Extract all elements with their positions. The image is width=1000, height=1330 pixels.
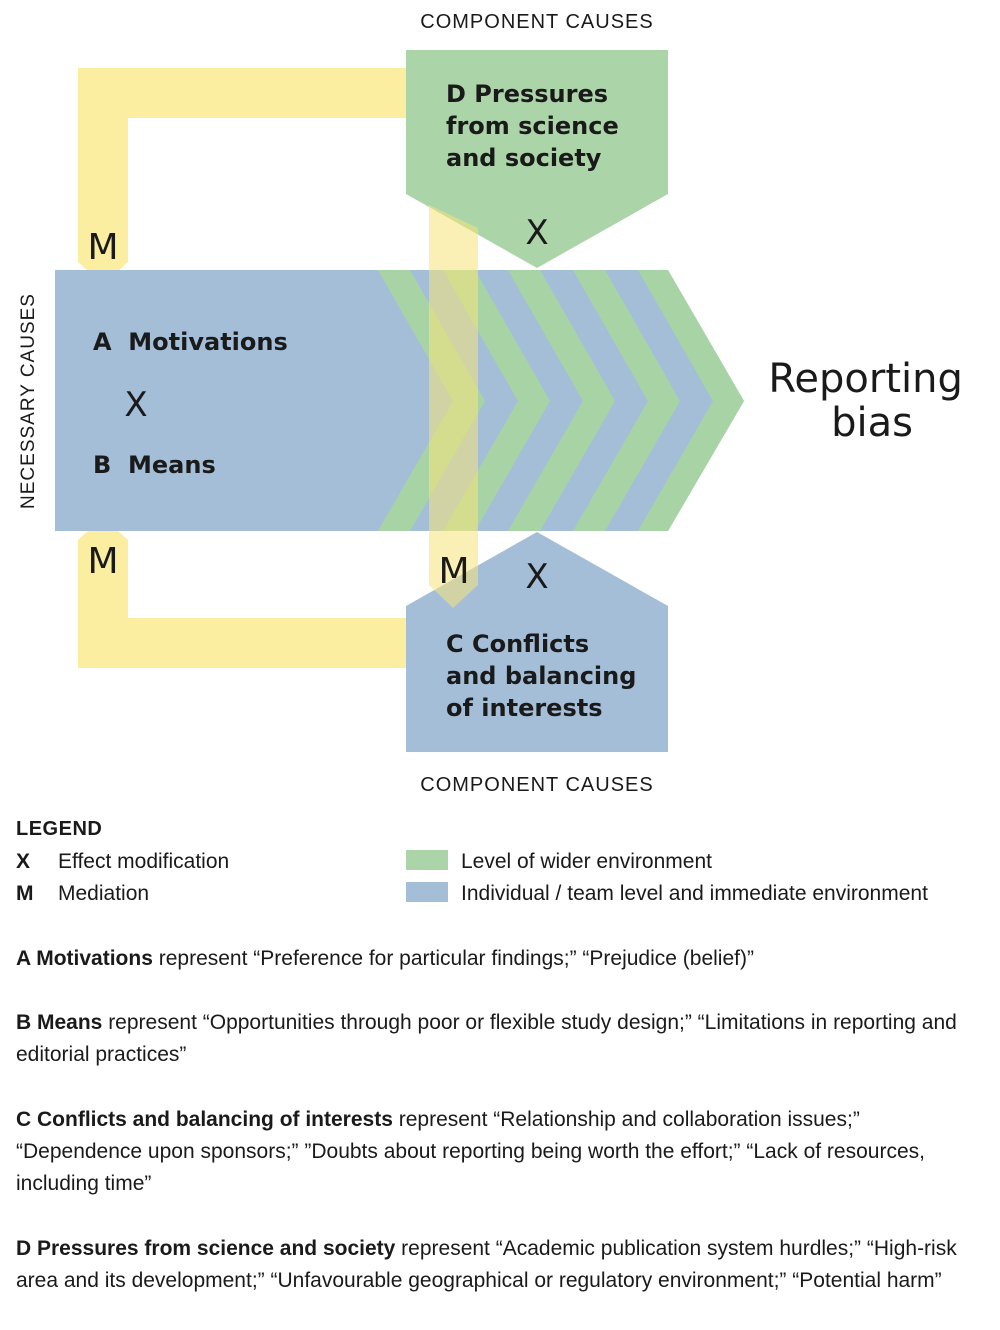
- legend-m-text: Mediation: [58, 882, 150, 905]
- effect-modification-mark-c: X: [525, 557, 548, 597]
- description-b-text: represent “Opportunities through poor or…: [16, 1011, 957, 1066]
- mediation-path-vertical: [429, 205, 478, 608]
- legend-green-text: Level of wider environment: [461, 850, 712, 873]
- effect-modification-mark-ab: X: [124, 385, 147, 425]
- main-arrow-shape: [55, 270, 744, 531]
- chevron-stripe: [508, 270, 615, 531]
- description-a: A Motivations represent “Preference for …: [16, 943, 976, 975]
- legend-x-key: X: [16, 850, 31, 873]
- node-d-line-2: from science: [446, 112, 619, 140]
- node-d-label: D Pressures from science and society: [446, 80, 627, 172]
- node-a-label: A Motivations: [93, 328, 288, 356]
- description-d: D Pressures from science and society rep…: [16, 1233, 976, 1297]
- chevron-stripe: [573, 270, 680, 531]
- chevron-stripe: [638, 270, 744, 531]
- node-c-label: C Conflicts and balancing of interests: [446, 630, 645, 722]
- mediation-path-bottom: [78, 517, 420, 668]
- outcome-line-2: bias: [831, 400, 913, 446]
- legend-x-text: Effect modification: [58, 850, 230, 873]
- legend-green-swatch: [406, 850, 448, 870]
- description-b: B Means represent “Opportunities through…: [16, 1007, 976, 1071]
- legend-x-entry: X Effect modification: [16, 850, 229, 874]
- mediation-mark-bottom-left: M: [87, 541, 118, 582]
- mediation-path-top: [78, 68, 420, 285]
- description-d-term: D Pressures from science and society: [16, 1237, 396, 1260]
- legend-blue-swatch: [406, 882, 448, 902]
- node-d-line-3: and society: [446, 144, 602, 172]
- description-d-text: represent “Academic publication system h…: [16, 1237, 957, 1292]
- necessary-causes-label: NECESSARY CAUSES: [18, 293, 39, 509]
- description-a-text: represent “Preference for particular fin…: [152, 947, 754, 970]
- node-b-label: B Means: [93, 451, 216, 479]
- description-a-term: A Motivations: [16, 947, 153, 970]
- top-component-label: COMPONENT CAUSES: [420, 11, 653, 33]
- outcome-line-1: Reporting: [768, 356, 962, 402]
- legend-blue-text: Individual / team level and immediate en…: [461, 882, 928, 905]
- description-c-text: represent “Relationship and collaboratio…: [16, 1108, 925, 1195]
- description-c-term: C Conflicts and balancing of interests: [16, 1108, 393, 1131]
- bottom-component-label: COMPONENT CAUSES: [420, 774, 653, 796]
- node-c-line-2: and balancing: [446, 662, 636, 690]
- mediation-mark-bottom-center: M: [438, 551, 469, 592]
- outcome-label: Reporting bias: [768, 356, 975, 446]
- description-b-term: B Means: [16, 1011, 103, 1034]
- node-c-line-3: of interests: [446, 694, 603, 722]
- node-c-line-1: C Conflicts: [446, 630, 589, 658]
- mediation-mark-top: M: [87, 227, 118, 268]
- effect-modification-mark-d: X: [525, 213, 548, 253]
- node-d-shape: [406, 50, 668, 268]
- legend-m-entry: M Mediation: [16, 882, 149, 906]
- node-d-line-1: D Pressures: [446, 80, 608, 108]
- description-c: C Conflicts and balancing of interests r…: [16, 1104, 976, 1200]
- legend-m-key: M: [16, 882, 34, 905]
- chevron-stripe: [443, 270, 550, 531]
- legend-title: LEGEND: [16, 818, 103, 840]
- reporting-bias-diagram: COMPONENT CAUSES COMPONENT CAUSES NECESS…: [18, 11, 975, 796]
